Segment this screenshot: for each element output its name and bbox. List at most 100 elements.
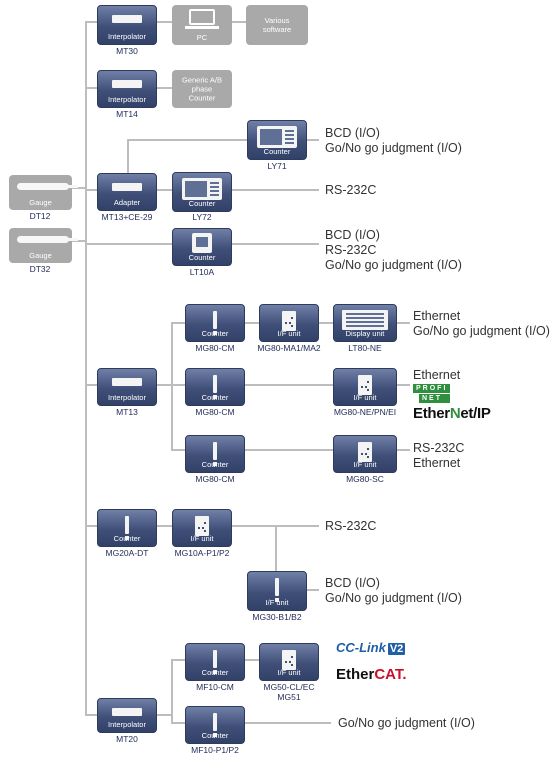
unit-model: MT20 <box>116 734 138 744</box>
counter-mf10-cm: Counter <box>185 643 245 681</box>
laptop-icon <box>185 9 219 29</box>
generic-counter-box: Generic A/B phase Counter <box>172 70 232 108</box>
output-text: Go/No go judgment (I/O) <box>325 141 462 155</box>
counter-display-icon <box>257 126 297 148</box>
unit-label: I/F unit <box>353 393 377 402</box>
if-unit-mg10a: I/F unit <box>172 509 232 547</box>
unit-model: MG50-CL/EC <box>263 682 315 692</box>
unit-model: MG80-NE/PN/EI <box>333 407 397 417</box>
unit-label: Counter <box>188 253 216 262</box>
unit-model: MT13+CE-29 <box>101 212 153 222</box>
unit-model: MF10-CM <box>196 682 234 692</box>
gauge-probe-icon <box>17 236 78 243</box>
output-text: BCD (I/O) <box>325 228 380 242</box>
unit-label: Interpolator <box>108 95 146 104</box>
gauge-dt32: Gauge <box>9 228 78 263</box>
unit-label: Counter <box>201 731 229 740</box>
counter-display-icon <box>182 178 222 200</box>
unit-model: MG80-CM <box>195 343 235 353</box>
unit-model: LY72 <box>192 212 212 222</box>
if-unit-icon <box>358 375 372 395</box>
counter-bar-icon <box>213 713 217 737</box>
profinet-logo-bottom: NET <box>419 394 451 403</box>
output-text: Go/No go judgment (I/O) <box>338 716 475 730</box>
counter-ly71: Counter <box>247 120 307 160</box>
if-unit-mg30: I/F unit <box>247 571 307 611</box>
unit-label: Counter <box>188 199 216 208</box>
unit-model-secondary: MG51 <box>277 692 301 702</box>
output-text: RS-232C <box>325 243 377 257</box>
output-text: Go/No go judgment (I/O) <box>325 258 462 272</box>
output-text: Go/No go judgment (I/O) <box>413 324 550 338</box>
interpolator-icon <box>112 378 142 386</box>
output-text: Ethernet <box>413 368 461 382</box>
if-unit-mg80-ma: I/F unit <box>259 304 319 342</box>
unit-model: MG80-SC <box>346 474 384 484</box>
output-text: RS-232C <box>325 183 377 197</box>
unit-label: Interpolator <box>108 393 146 402</box>
counter-mf10-p: Counter <box>185 706 245 744</box>
generic-counter-label: Generic A/B phase Counter <box>181 75 223 103</box>
unit-label: I/F unit <box>277 329 301 338</box>
if-unit-mg50: I/F unit <box>259 643 319 681</box>
output-text: RS-232C <box>325 519 377 533</box>
output-text: Go/No go judgment (I/O) <box>325 591 462 605</box>
counter-bar-icon <box>213 442 217 466</box>
pc-box: PC <box>172 5 232 45</box>
output-text: Ethernet <box>413 456 461 470</box>
unit-model: MG10A-P1/P2 <box>174 548 230 558</box>
counter-ly72: Counter <box>172 172 232 212</box>
gauge-dt12: Gauge <box>9 175 78 210</box>
unit-model: LT80-NE <box>348 343 382 353</box>
if-unit-mg80-sc: I/F unit <box>333 435 397 473</box>
unit-model: MT14 <box>116 109 138 119</box>
unit-label: I/F unit <box>353 460 377 469</box>
unit-label: Counter <box>201 393 229 402</box>
counter-bar-icon <box>213 375 217 399</box>
interpolator-icon <box>112 15 142 23</box>
interpolator-icon <box>112 80 142 88</box>
unit-label: Counter <box>113 534 141 543</box>
display-unit-lt80-ne: Display unit <box>333 304 397 342</box>
profinet-logo-top: PROFI <box>413 384 451 393</box>
counter-mg80-cm: Counter <box>185 368 245 406</box>
unit-model: MG80-CM <box>195 474 235 484</box>
if-unit-icon <box>358 442 372 462</box>
unit-model: MG30-B1/B2 <box>252 612 302 622</box>
if-unit-icon <box>282 650 296 670</box>
counter-mg80-cm: Counter <box>185 304 245 342</box>
unit-label: Adapter <box>113 198 141 207</box>
unit-model: LY71 <box>267 161 287 171</box>
unit-label: I/F unit <box>265 598 289 607</box>
interpolator-mt20: Interpolator <box>97 698 157 733</box>
unit-label: Counter <box>263 147 291 156</box>
software-label: Various software <box>262 16 292 34</box>
adapter-mt13-ce29: Adapter <box>97 173 157 211</box>
gauge-label: Gauge <box>29 251 52 260</box>
counter-display-icon <box>192 233 212 253</box>
adapter-icon <box>112 183 142 191</box>
unit-model: MG80-MA1/MA2 <box>257 343 321 353</box>
counter-mg20a-dt: Counter <box>97 509 157 547</box>
output-text: RS-232C <box>413 441 465 455</box>
output-text: BCD (I/O) <box>325 576 380 590</box>
pc-label: PC <box>196 33 208 42</box>
counter-bar-icon <box>125 516 129 540</box>
software-box: Various software <box>246 5 308 45</box>
unit-label: I/F unit <box>277 668 301 677</box>
counter-lt10a: Counter <box>172 228 232 266</box>
interpolator-mt30: Interpolator <box>97 5 157 45</box>
unit-model: MT13 <box>116 407 138 417</box>
ethercat-logo: EtherCAT. <box>336 666 407 683</box>
interpolator-mt13: Interpolator <box>97 368 157 406</box>
interpolator-mt14: Interpolator <box>97 70 157 108</box>
gauge-model: DT12 <box>29 211 51 221</box>
unit-model: MF10-P1/P2 <box>191 745 239 755</box>
unit-label: I/F unit <box>190 534 214 543</box>
counter-bar-icon <box>213 311 217 335</box>
unit-label: Interpolator <box>108 32 146 41</box>
output-text: Ethernet <box>413 309 461 323</box>
